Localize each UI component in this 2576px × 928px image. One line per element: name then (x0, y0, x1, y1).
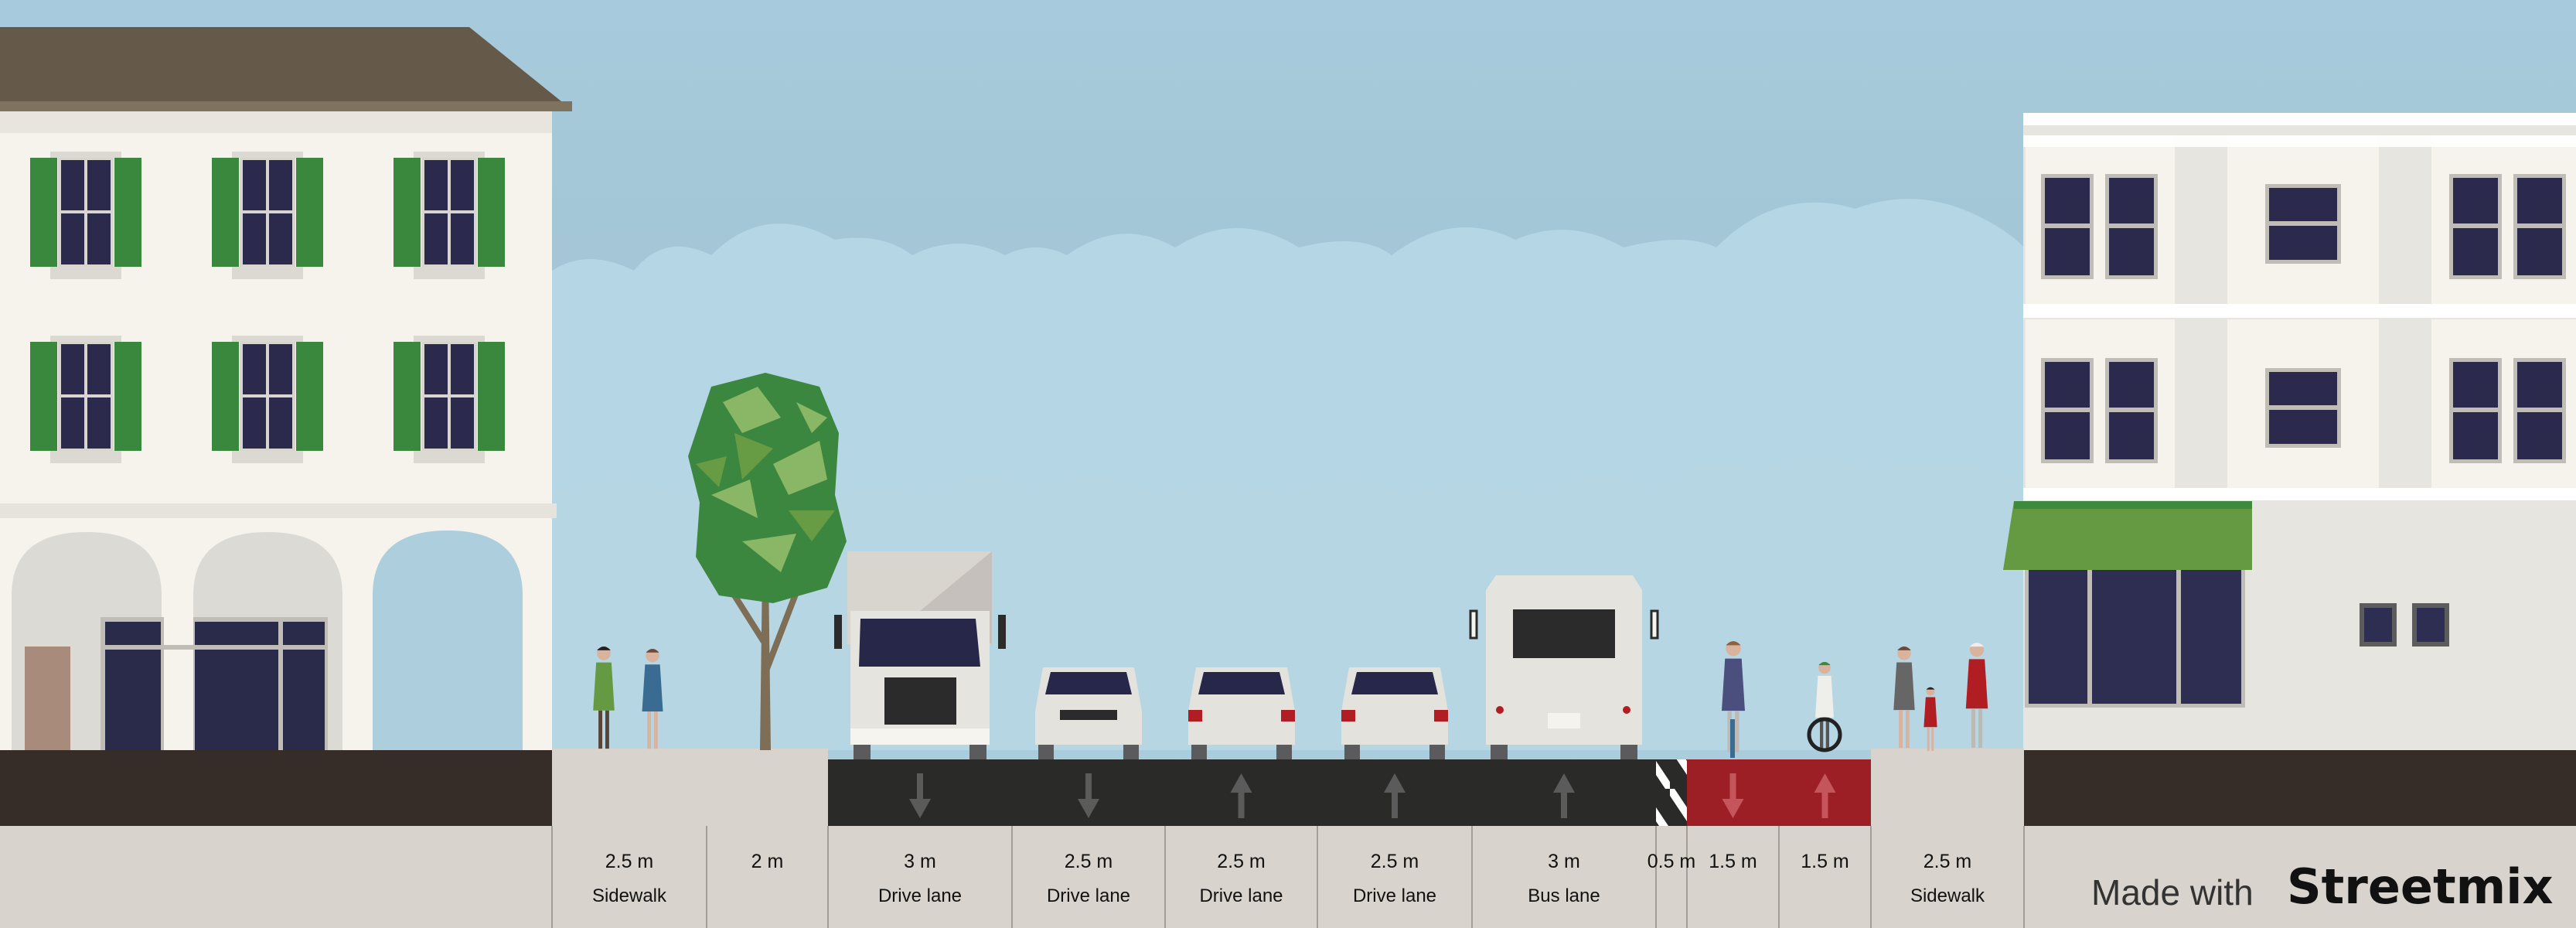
segment-label[interactable]: 2.5 m Sidewalk (592, 851, 667, 906)
segment-label[interactable]: 2.5 m Drive lane (1047, 851, 1130, 906)
car (1341, 667, 1448, 759)
segment-name: Sidewalk (1910, 885, 1985, 906)
tree (688, 373, 847, 750)
pedestrian (593, 646, 615, 749)
window (2513, 174, 2566, 279)
right-building (2003, 113, 2576, 750)
pedestrian (642, 648, 663, 749)
window (2449, 358, 2502, 463)
cyclist (1815, 661, 1834, 751)
streetmix-logo: Streetmix (2287, 858, 2553, 915)
child-pedestrian (1923, 687, 1937, 751)
window (394, 336, 505, 463)
segment-label[interactable]: 1.5 m (1709, 851, 1757, 872)
left-ground (0, 750, 552, 826)
arrow-down-icon (1722, 773, 1744, 818)
segment-name: Bus lane (1528, 885, 1600, 906)
segment-width: 2.5 m (1923, 851, 1972, 872)
segment-width: 0.5 m (1647, 851, 1696, 872)
left-sidewalk-surface (552, 749, 828, 826)
bike-lanes (1687, 759, 1871, 826)
segment-width: 1.5 m (1709, 851, 1757, 872)
segment-width: 1.5 m (1801, 851, 1849, 872)
segment-label[interactable]: 3 m Drive lane (878, 851, 962, 906)
arrow-down-icon (1078, 773, 1099, 818)
arrow-up-icon (1814, 773, 1836, 818)
segment-width: 3 m (1548, 851, 1580, 872)
right-sidewalk-surface (1871, 749, 2024, 826)
arrow-up-icon (1384, 773, 1406, 818)
window (2105, 174, 2158, 279)
window (2105, 358, 2158, 463)
segment-label[interactable]: 0.5 m (1647, 851, 1696, 872)
awning (2003, 501, 2252, 570)
window (2041, 174, 2094, 279)
made-with-text: Made with (2091, 872, 2254, 913)
people (593, 641, 1988, 758)
right-ground (2024, 750, 2576, 826)
arrow-down-icon (909, 773, 931, 818)
window (30, 152, 141, 279)
segment-width: 2.5 m (1065, 851, 1113, 872)
segment-label[interactable]: 3 m Bus lane (1528, 851, 1600, 906)
pedestrian (1893, 646, 1915, 749)
car (1035, 667, 1142, 759)
segment-width: 2.5 m (1371, 851, 1419, 872)
arrow-up-icon (1230, 773, 1252, 818)
segment-name: Drive lane (1047, 885, 1130, 906)
pedestrian (1965, 643, 1988, 748)
segment-name: Sidewalk (592, 885, 667, 906)
scooter-rider (1722, 641, 1745, 752)
window (2041, 358, 2094, 463)
window (2265, 368, 2341, 448)
segment-label-area (0, 826, 2576, 928)
segment-width: 2.5 m (1217, 851, 1266, 872)
window (2513, 358, 2566, 463)
scooter (1730, 719, 1735, 758)
window (30, 336, 141, 463)
segment-label[interactable]: 2.5 m Drive lane (1353, 851, 1436, 906)
segment-width: 3 m (904, 851, 936, 872)
buffer (1656, 759, 1687, 826)
segment-name: Drive lane (1199, 885, 1283, 906)
truck (834, 551, 1006, 759)
bus (1469, 575, 1659, 759)
segment-name: Drive lane (878, 885, 962, 906)
segment-label[interactable]: 2.5 m Drive lane (1199, 851, 1283, 906)
window (212, 152, 323, 279)
car (1188, 667, 1295, 759)
segment-label[interactable]: 2.5 m Sidewalk (1910, 851, 1985, 906)
segment-width: 2.5 m (605, 851, 654, 872)
window (2265, 184, 2341, 264)
segment-label[interactable]: 1.5 m (1801, 851, 1849, 872)
bicycle (1807, 717, 1842, 752)
segment-width: 2 m (751, 851, 784, 872)
arrow-up-icon (1553, 773, 1575, 818)
window (2449, 174, 2502, 279)
segment-name: Drive lane (1353, 885, 1436, 906)
window (394, 152, 505, 279)
left-building (0, 27, 572, 750)
window (212, 336, 323, 463)
segment-label[interactable]: 2 m (751, 851, 784, 872)
